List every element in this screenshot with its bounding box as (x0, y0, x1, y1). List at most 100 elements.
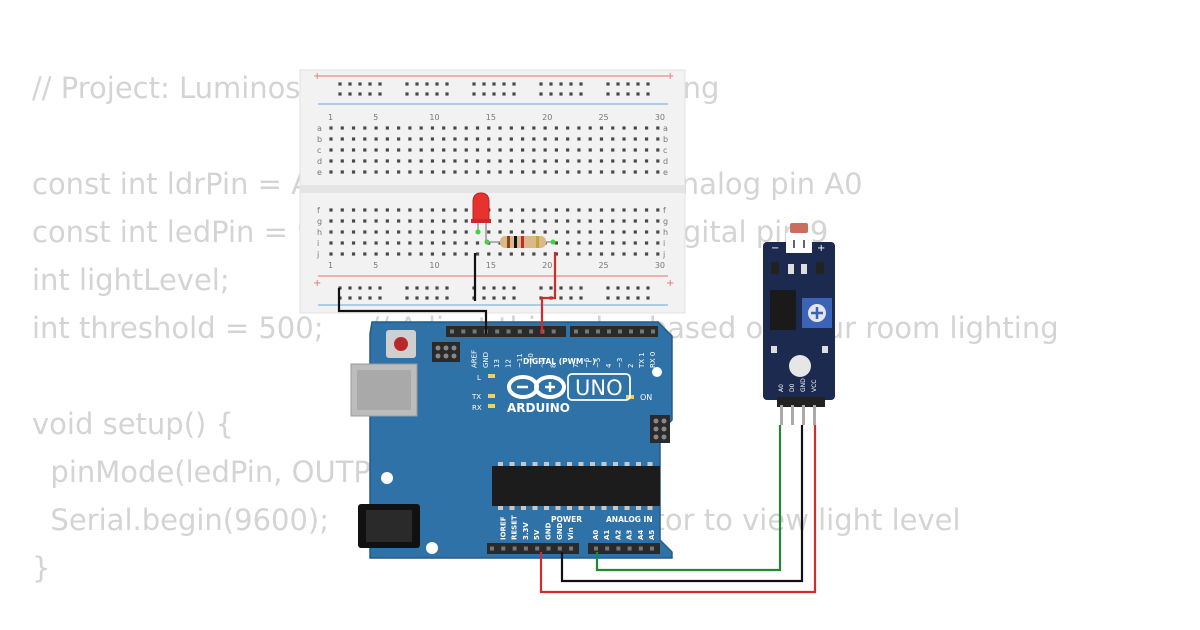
row-letter-right: i (663, 239, 665, 248)
digital-pin-label: RX 0 (649, 352, 657, 368)
sensor-plus-label: + (817, 243, 825, 254)
sensor-pcb (763, 242, 835, 400)
row-letter-left: e (317, 168, 322, 177)
power-pin-label: 5V (533, 529, 541, 540)
column-number-top: 10 (429, 113, 439, 122)
analog-pin-label: A3 (626, 530, 634, 540)
bottom-rail-plus-right: + (666, 278, 674, 289)
sensor-led-2 (822, 346, 828, 353)
row-letter-right: f (663, 206, 666, 215)
resistor-pin-marker (550, 239, 556, 245)
resistor-component (487, 236, 556, 248)
on-label: ON (640, 393, 652, 402)
power-pin-label: 3.3V (522, 522, 530, 540)
row-letter-left: b (317, 135, 322, 144)
red-led-icon (472, 192, 490, 223)
comparator-chip (770, 290, 796, 330)
wire-gnd-to-arduino (337, 288, 488, 334)
icsp-header-right (650, 415, 670, 443)
sensor-pin-a0 (780, 405, 783, 425)
top-rail-plus-right: + (666, 71, 674, 82)
sensor-pin-label: D0 (789, 383, 796, 392)
sensor-smd-1 (771, 262, 779, 274)
sensor-smd-3 (801, 264, 807, 274)
row-letter-left: c (317, 146, 321, 155)
sensor-header (777, 397, 825, 407)
l-label: L (477, 374, 481, 382)
sensor-pin-labels: A0 D0 GND VCC (778, 378, 818, 392)
sensor-led-1 (771, 346, 777, 353)
row-letter-right: j (662, 250, 665, 259)
reset-button-cap (394, 337, 408, 351)
column-number-bottom: 1 (328, 261, 333, 270)
row-letter-left: i (317, 239, 319, 248)
sensor-pin-vcc (813, 405, 816, 425)
sensor-pin-label: A0 (778, 384, 785, 392)
row-letter-right: g (663, 217, 668, 226)
digital-pin-label: ~6 (583, 357, 591, 368)
column-number-bottom: 10 (429, 261, 439, 270)
dc-jack-inner (366, 510, 412, 542)
l-led (488, 374, 495, 378)
digital-pin-label: 13 (493, 359, 501, 368)
digital-pin-label: TX 1 (638, 352, 646, 369)
icsp-header-top (432, 342, 460, 362)
ldr-sensor-module: − + A0 D0 GND VCC (763, 223, 835, 425)
column-number-top: 20 (542, 113, 552, 122)
wire-resistor-to-pin9 (540, 252, 557, 334)
row-letter-right: a (663, 124, 668, 133)
power-label: POWER (551, 515, 582, 524)
red-led-component (471, 192, 491, 245)
digital-label: DIGITAL (PWM ~) (523, 357, 596, 366)
column-number-top: 25 (598, 113, 608, 122)
wires (337, 252, 817, 594)
arduino-text: ARDUINO (507, 401, 570, 415)
digital-header-right (570, 326, 658, 337)
uno-badge (567, 373, 631, 401)
top-rail-plus: + (313, 71, 321, 82)
usb-port-inner (357, 370, 411, 410)
sensor-smd-4 (816, 262, 824, 274)
digital-pin-label: 7 (572, 364, 580, 368)
column-number-top: 5 (373, 113, 378, 122)
mount-hole-bottom (426, 542, 438, 554)
sensor-pin-d0 (791, 405, 794, 425)
analog-pin-label: A0 (592, 530, 600, 540)
digital-pin-label: ~10 (527, 353, 535, 368)
led-pin-marker-1 (475, 229, 481, 235)
code-line: void setup() { (32, 407, 234, 441)
column-number-bottom: 20 (542, 261, 552, 270)
atmega-chip (492, 466, 660, 506)
sensor-pin-label: GND (800, 378, 807, 392)
power-pin-label: GND (556, 522, 564, 540)
arduino-infinity-logo-icon (507, 375, 566, 399)
analog-header (588, 543, 660, 554)
analog-label: ANALOG IN (606, 515, 653, 524)
sensor-minus-label: − (771, 243, 779, 254)
power-pin-label: GND (545, 522, 553, 540)
digital-pin-label: GND (482, 352, 490, 368)
column-number-top: 1 (328, 113, 333, 122)
column-number-bottom: 5 (373, 261, 378, 270)
row-letter-right: c (663, 146, 667, 155)
analog-pin-label: A1 (603, 530, 611, 540)
wire-gnd-to-sensor (560, 425, 804, 583)
sensor-pin-label: VCC (811, 380, 818, 392)
row-letter-right: h (663, 228, 668, 237)
tx-label: TX (471, 393, 481, 401)
row-letter-right: d (663, 157, 668, 166)
uno-text: UNO (575, 376, 623, 400)
breadboard-holes (329, 82, 660, 300)
wire-5v-to-vcc (539, 425, 817, 594)
power-pin-label: RESET (511, 515, 519, 540)
digital-pin-label: ~9 (538, 358, 546, 368)
column-number-top: 30 (655, 113, 665, 122)
row-letter-left: g (317, 217, 322, 226)
row-letter-left: f (317, 206, 320, 215)
